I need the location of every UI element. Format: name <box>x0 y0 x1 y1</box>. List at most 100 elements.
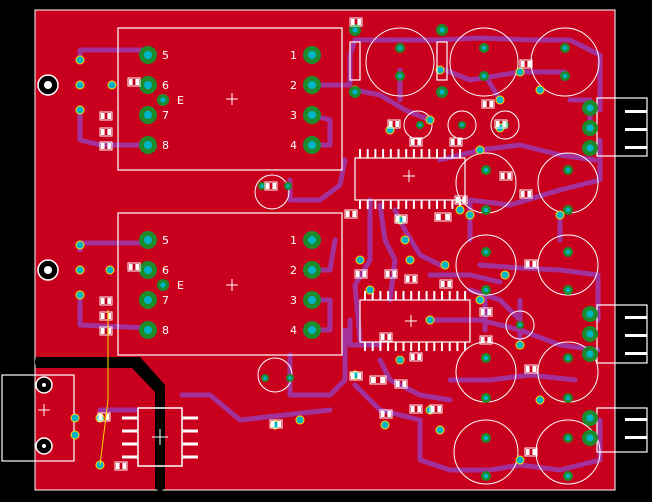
smd-outline <box>97 412 111 422</box>
smd-outline <box>524 447 538 457</box>
pad-drill <box>260 184 264 188</box>
via <box>435 425 445 435</box>
smd-outline <box>127 77 141 87</box>
smd-pad <box>489 101 493 107</box>
pad-drill <box>565 473 571 479</box>
pad-drill <box>263 376 267 380</box>
via <box>70 430 80 440</box>
relay-top-pin-3-label: 3 <box>290 109 297 122</box>
smd-pad <box>521 191 525 197</box>
pad-drill <box>586 350 594 358</box>
pad-drill <box>483 355 489 361</box>
via <box>440 260 450 270</box>
smd-pad <box>135 79 139 85</box>
smd-pad <box>436 214 441 220</box>
ic-pins <box>359 149 467 351</box>
smd-pad <box>451 139 455 145</box>
smd-pad <box>362 271 366 277</box>
pad-drill <box>586 330 594 338</box>
smd-pad <box>107 313 111 319</box>
smd-outline <box>127 262 141 272</box>
pad-drill <box>483 395 489 401</box>
smd-pad <box>107 298 111 304</box>
smd-outline <box>387 119 401 129</box>
via <box>515 67 525 77</box>
smd-pad <box>481 337 485 343</box>
smd-pad <box>357 19 361 25</box>
via <box>75 240 85 250</box>
smd-pad <box>266 183 270 189</box>
relay-bottom-pin-6-label: 6 <box>162 264 169 277</box>
ic-bottom <box>359 299 471 343</box>
smd-outline <box>99 311 113 321</box>
via <box>75 80 85 90</box>
via <box>75 290 85 300</box>
pad-drill <box>565 207 571 213</box>
smd-pad <box>412 276 416 282</box>
via <box>535 85 545 95</box>
smd-outline <box>479 307 493 317</box>
pad-drill <box>286 184 290 188</box>
smd-pad <box>396 381 400 387</box>
axial-resistor <box>436 41 448 81</box>
pad-drill <box>483 287 489 293</box>
smd-pad <box>411 139 415 145</box>
smd-outline <box>409 137 423 147</box>
smd-outline <box>99 127 113 137</box>
smd-pad <box>387 334 391 340</box>
smd-outline <box>354 269 368 279</box>
smd-pad <box>402 381 406 387</box>
pad-drill <box>586 310 594 318</box>
relay-top-outline <box>117 27 343 171</box>
via <box>405 255 415 265</box>
relay-bottom-pin-4-label: 4 <box>290 324 297 337</box>
smd-pad <box>352 211 356 217</box>
board-outline <box>34 9 616 491</box>
smd-pad <box>107 328 111 334</box>
smd-outline <box>344 209 358 219</box>
copper-pour-bottom-left <box>35 368 155 490</box>
pad-drill <box>562 45 568 51</box>
smd-pad <box>417 354 421 360</box>
mounting-hole-1 <box>37 74 59 96</box>
pad-drill <box>565 167 571 173</box>
dip8-chip <box>122 407 198 467</box>
smd-outline <box>434 212 452 222</box>
smd-outline <box>409 404 423 414</box>
smd-pad <box>351 19 355 25</box>
via <box>515 455 525 465</box>
smd-pad <box>381 334 385 340</box>
pad-drill <box>483 167 489 173</box>
pad-drill <box>288 376 292 380</box>
pad-drill <box>397 73 403 79</box>
pad-drill <box>307 110 317 120</box>
pad-drill <box>460 123 464 127</box>
smd-pad <box>107 129 111 135</box>
smd-pad <box>457 139 461 145</box>
relay-top-pin-4-label: 4 <box>290 139 297 152</box>
smd-pad <box>481 309 485 315</box>
axial-resistor <box>349 41 361 81</box>
pad-drill <box>307 140 317 150</box>
smd-pad <box>101 313 105 319</box>
smd-pad <box>527 61 531 67</box>
smd-pad <box>101 143 105 149</box>
relay-top-pin-2-label: 2 <box>290 79 297 92</box>
smd-pad <box>99 414 103 420</box>
pad-drill <box>143 235 153 245</box>
smd-pad <box>411 406 415 412</box>
via <box>355 255 365 265</box>
via <box>75 265 85 275</box>
smd-pad <box>116 463 120 469</box>
via <box>495 95 505 105</box>
smd-outline <box>99 141 113 151</box>
smd-pad <box>346 211 350 217</box>
smd-pad <box>487 337 491 343</box>
pad-drill <box>160 282 166 288</box>
pad-drill <box>352 27 358 33</box>
relay-top-pin-5-label: 5 <box>162 49 169 62</box>
smd-pad <box>483 101 487 107</box>
via <box>395 355 405 365</box>
relay-top <box>117 27 343 171</box>
